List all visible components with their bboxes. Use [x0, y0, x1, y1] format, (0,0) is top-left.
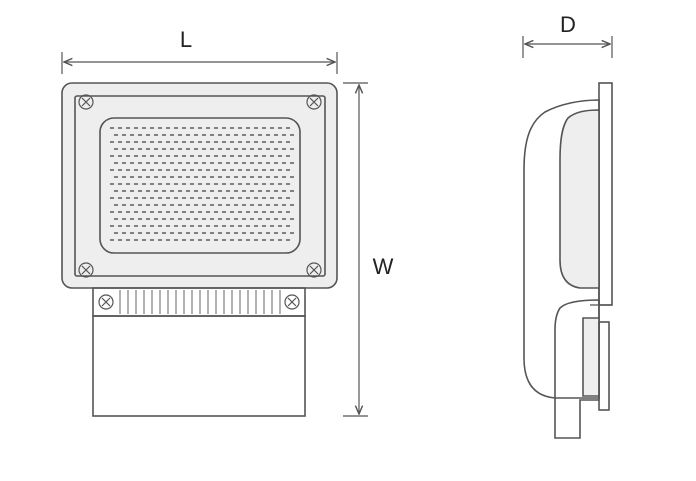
- side-front-plate: [598, 82, 613, 306]
- screw-icon: [306, 262, 322, 278]
- depth-label: D: [560, 12, 576, 37]
- side-view: D: [522, 12, 613, 439]
- length-dimension: L: [61, 27, 338, 74]
- lens-panel: [99, 117, 301, 254]
- width-label: W: [373, 254, 394, 279]
- screw-icon: [78, 262, 94, 278]
- screw-icon: [284, 294, 300, 310]
- length-label: L: [180, 27, 192, 52]
- side-upper-inner: [559, 109, 600, 289]
- screw-icon: [306, 94, 322, 110]
- width-dimension: W: [343, 82, 394, 417]
- side-bracket-lip: [598, 321, 610, 411]
- heatsink-band: [92, 287, 306, 317]
- side-bracket-inner: [582, 317, 600, 397]
- led-dot-grid: [110, 127, 294, 241]
- screw-icon: [78, 94, 94, 110]
- side-bracket: [554, 299, 600, 439]
- depth-dimension: D: [522, 12, 613, 58]
- inner-frame: [74, 95, 326, 277]
- outer-frame: [61, 82, 338, 289]
- side-housing: [523, 99, 600, 399]
- front-view: L: [61, 27, 394, 417]
- screw-icon: [98, 294, 114, 310]
- driver-box: [92, 315, 306, 417]
- heatsink-fins: [119, 290, 281, 314]
